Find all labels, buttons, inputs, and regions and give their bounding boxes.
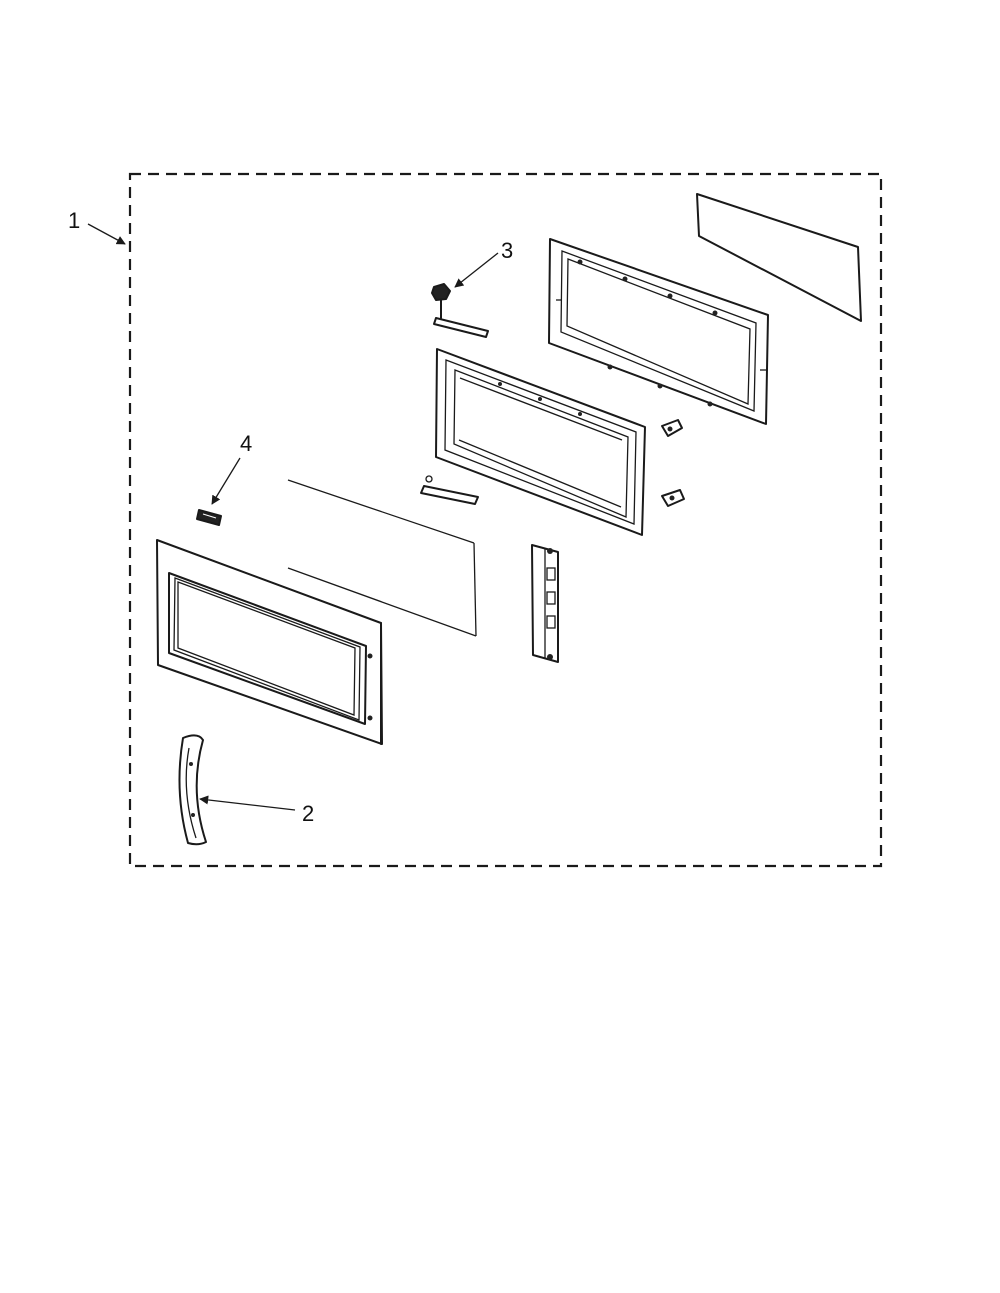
- outer-glass-panel: [696, 193, 862, 322]
- callout-3: 3: [501, 238, 514, 263]
- front-door-panel: [156, 539, 383, 745]
- leader-arrow-4: [211, 457, 241, 505]
- hinge-screw: [431, 283, 489, 338]
- door-latch-bracket: [531, 544, 559, 663]
- inner-glass-panel: [287, 479, 477, 637]
- callout-4: 4: [240, 431, 253, 456]
- leader-arrow-2: [199, 795, 296, 811]
- door-choke-frame: [435, 348, 646, 536]
- callout-2: 2: [302, 801, 315, 826]
- lower-hinge-bracket: [420, 475, 479, 505]
- door-clip: [196, 509, 222, 526]
- door-handle: [178, 734, 207, 846]
- leader-arrow-1: [87, 223, 126, 245]
- latch-hook-upper: [661, 419, 683, 437]
- leader-arrow-3: [454, 252, 499, 288]
- latch-hook-lower: [661, 489, 685, 507]
- assembly-boundary: [128, 172, 883, 868]
- callout-1: 1: [68, 208, 81, 233]
- rear-door-frame: [548, 238, 769, 425]
